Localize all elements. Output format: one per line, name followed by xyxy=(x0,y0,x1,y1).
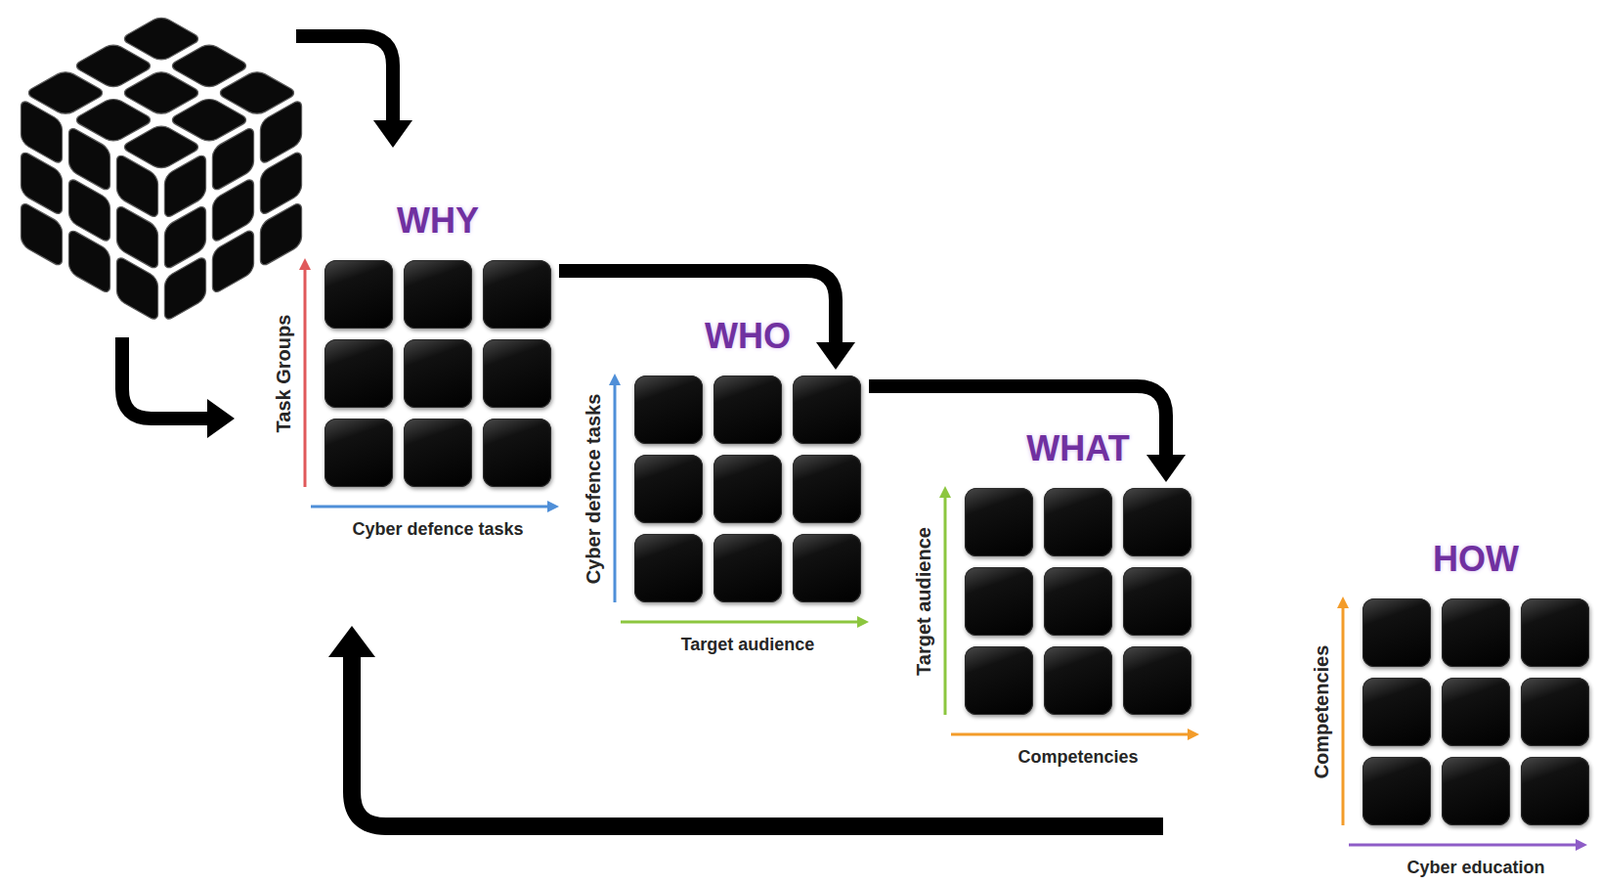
grid-cell xyxy=(713,454,782,523)
axis-arrow xyxy=(299,258,560,513)
grid-cell xyxy=(1043,487,1113,557)
arrow-head xyxy=(1146,454,1186,482)
grid-cell xyxy=(1123,487,1192,557)
grid-cell xyxy=(324,339,393,408)
axis-label: Cyber defence tasks xyxy=(285,518,591,540)
grid-cell xyxy=(1520,756,1590,825)
grid-cell xyxy=(1441,677,1511,746)
axis-label: Cyber education xyxy=(1323,856,1600,878)
axis-label: Task Groups xyxy=(272,314,295,433)
grid-cell xyxy=(713,533,782,603)
grid-cell xyxy=(1362,677,1431,746)
grid-cell xyxy=(324,418,393,487)
grid-cell xyxy=(1441,756,1511,825)
grid-cell xyxy=(634,375,703,444)
axis-label: Cyber defence tasks xyxy=(582,393,605,585)
axis-label: Competencies xyxy=(925,745,1231,768)
matrix-grid: HOWCompetenciesCyber education xyxy=(1362,598,1590,825)
axis-label: Target audience xyxy=(912,526,935,676)
axis-arrow xyxy=(939,485,1200,740)
grid-cell xyxy=(1520,677,1590,746)
grid-cell xyxy=(482,259,552,329)
grid-cell xyxy=(634,533,703,603)
grid-title: WHAT xyxy=(945,429,1211,469)
grid-cell xyxy=(1362,598,1431,667)
matrix-grid: WHYTask GroupsCyber defence tasks xyxy=(324,259,552,487)
grid-title: HOW xyxy=(1342,539,1600,579)
grid-cell xyxy=(482,339,552,408)
matrix-grid: WHATTarget audienceCompetencies xyxy=(964,487,1192,715)
grid-cell xyxy=(713,375,782,444)
grid-cell xyxy=(1043,566,1113,636)
grid-cell xyxy=(634,454,703,523)
axis-arrow xyxy=(608,373,869,628)
axis-label: Target audience xyxy=(595,633,901,655)
grid-cell xyxy=(324,259,393,329)
cube-arrow xyxy=(296,36,413,148)
grid-cell xyxy=(792,454,862,523)
arrow-shaft xyxy=(559,270,836,345)
cube-illustration xyxy=(17,11,305,328)
grid-cell xyxy=(792,375,862,444)
arrow-head xyxy=(816,342,856,370)
grid-cell xyxy=(1123,566,1192,636)
grid-cell xyxy=(1123,646,1192,715)
grid-cell xyxy=(482,418,552,487)
axis-label: Competencies xyxy=(1310,645,1333,779)
grid-cell xyxy=(403,259,473,329)
feedback-arrow xyxy=(328,625,1164,826)
grid-title: WHO xyxy=(614,316,881,356)
grid-cell xyxy=(1520,598,1590,667)
grid-cell xyxy=(1362,756,1431,825)
grid-cell xyxy=(403,418,473,487)
grid-title: WHY xyxy=(304,201,571,241)
cube-arrow xyxy=(122,337,235,438)
grid-cell xyxy=(1043,646,1113,715)
grid-cell xyxy=(1441,598,1511,667)
grid-cell xyxy=(403,339,473,408)
grid-cell xyxy=(964,646,1034,715)
grid-cell xyxy=(964,487,1034,557)
matrix-grid: WHOCyber defence tasksTarget audience xyxy=(634,375,862,603)
grid-cell xyxy=(792,533,862,603)
grid-cell xyxy=(964,566,1034,636)
